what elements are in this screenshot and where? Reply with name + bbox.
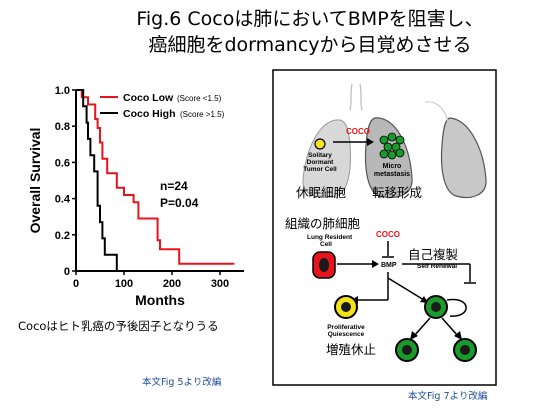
green-cell-right-nucleus — [460, 345, 470, 355]
source-left: 本文Fig 5より改編 — [142, 377, 222, 388]
y-tick-label: 0 — [64, 266, 70, 278]
annotation-p: P=0.04 — [160, 196, 199, 210]
series-line-coco-high — [76, 89, 122, 272]
x-tick-label: 100 — [115, 278, 133, 290]
chart-series — [76, 89, 235, 272]
bmp-arrowhead — [372, 260, 379, 268]
proliferative-label-1: Proliferative — [327, 324, 365, 331]
metastasis-cell — [387, 132, 397, 142]
self-renewal-loop — [446, 298, 467, 317]
self-renewal-jp-label: 自己複製 — [408, 247, 458, 262]
solitary-label-1: Solitary — [308, 152, 332, 159]
legend-label-low: Coco Low — [123, 92, 174, 104]
lung-resident-label-1: Lung Resident — [307, 234, 353, 241]
metastasis-jp-label: 転移形成 — [372, 185, 422, 200]
micro-label-2: metastasis — [374, 171, 410, 178]
quiescent-cell-nucleus — [341, 302, 351, 312]
coco-label-top: COCO — [346, 127, 370, 136]
slide-title: Fig.6 Cocoは肺においてBMPを阻害し、 癌細胞をdormancyから目… — [90, 6, 530, 58]
dormant-jp-label: 休眠細胞 — [296, 185, 347, 200]
lung-right-back — [424, 101, 449, 126]
division-arrow-left — [413, 317, 431, 337]
y-tick-label: 0.6 — [55, 157, 70, 169]
y-tick-label: 1.0 — [55, 85, 70, 97]
y-tick-label: 0.8 — [55, 121, 70, 133]
series-line-coco-low — [76, 89, 235, 265]
metastasis-cell — [391, 142, 401, 152]
bmp-to-green-line — [387, 277, 425, 301]
micrometastasis-cluster — [379, 132, 405, 160]
division-arrowhead-left — [410, 331, 418, 340]
source-right: 本文Fig 7より改編 — [408, 391, 488, 402]
metastasis-cell — [395, 135, 405, 145]
y-tick-label: 0.2 — [55, 230, 70, 242]
solitary-label-2: Dormant — [307, 159, 335, 166]
metastasis-cell — [395, 148, 405, 158]
growth-arrest-jp-label: 増殖休止 — [326, 342, 376, 357]
metastasis-cell — [387, 150, 397, 160]
prognosis-caption: Cocoはヒト乳癌の予後因子となりうる — [18, 319, 219, 333]
metastasis-cell — [379, 135, 389, 145]
legend-label-high: Coco High — [123, 108, 176, 120]
y-axis-label: Overall Survival — [27, 128, 43, 234]
lung-right-top — [440, 117, 487, 199]
annotation-n: n=24 — [160, 179, 188, 193]
x-tick-label: 200 — [163, 278, 181, 290]
green-cell-center-nucleus — [431, 302, 441, 312]
coco-label-bottom: COCO — [376, 230, 400, 239]
proliferative-label-2: Quiescence — [328, 331, 365, 338]
division-arrow-right — [441, 317, 459, 337]
chart-legend: Coco Low (Score <1.5) Coco High (Score >… — [100, 92, 225, 120]
self-renewal-label: Self Renewal — [417, 263, 457, 270]
lung-resident-nucleus — [319, 258, 329, 272]
lung-resident-label-2: Cell — [320, 241, 332, 248]
lung-resident-jp-label: 組織の肺細胞 — [285, 216, 361, 231]
bmp-label: BMP — [381, 262, 397, 269]
y-tick-label: 0.4 — [55, 194, 71, 206]
lung-left-top — [302, 119, 351, 198]
title-line-1: Fig.6 Cocoは肺においてBMPを阻害し、 — [136, 8, 484, 30]
coco-arrowhead-top — [367, 138, 374, 146]
trachea-top — [349, 83, 363, 111]
metastasis-cell — [379, 149, 389, 159]
x-tick-label: 0 — [73, 278, 79, 290]
legend-score-low: (Score <1.5) — [177, 94, 222, 103]
x-axis-label: Months — [135, 292, 185, 308]
division-arrowhead-right — [454, 331, 462, 340]
legend-score-high: (Score >1.5) — [180, 110, 225, 119]
green-cell-left-nucleus — [402, 345, 412, 355]
micro-label-1: Micro — [383, 163, 402, 170]
title-line-2: 癌細胞をdormancyから目覚めさせる — [148, 34, 472, 56]
x-tick-label: 300 — [211, 278, 229, 290]
solitary-dormant-cell — [314, 138, 326, 150]
solitary-label-3: Tumor Cell — [303, 166, 337, 173]
